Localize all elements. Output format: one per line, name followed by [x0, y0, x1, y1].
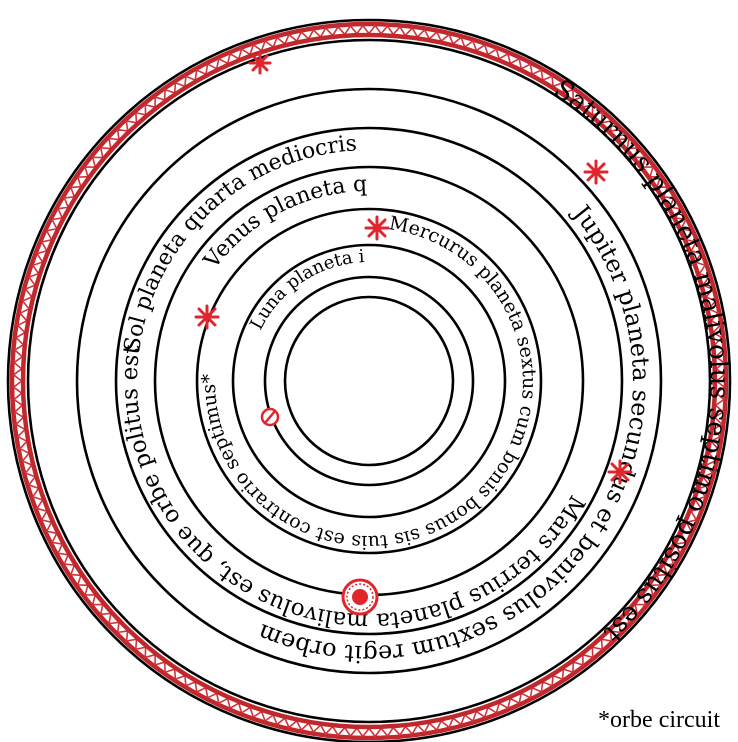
earth-ring [285, 297, 453, 465]
sun-outer-label: Sol planeta quarta mediocris est inter p… [0, 0, 364, 354]
venus-star-icon [196, 306, 218, 328]
footnote-orbe-circuit: *orbe circuit [598, 707, 720, 734]
moon-ring [265, 277, 473, 485]
jupiter-star-icon [585, 161, 607, 183]
moon-symbol-icon [262, 409, 278, 425]
mercury-star-icon [366, 217, 388, 239]
moon-label: Luna planeta infirmus mediocris est in p… [0, 0, 365, 333]
mars-star-icon [609, 461, 631, 483]
mercury-label: Mercurus planeta sextus cum bonis bonus … [198, 212, 540, 553]
sun-symbol-icon [343, 580, 377, 614]
saturn-star-icon [250, 53, 270, 73]
